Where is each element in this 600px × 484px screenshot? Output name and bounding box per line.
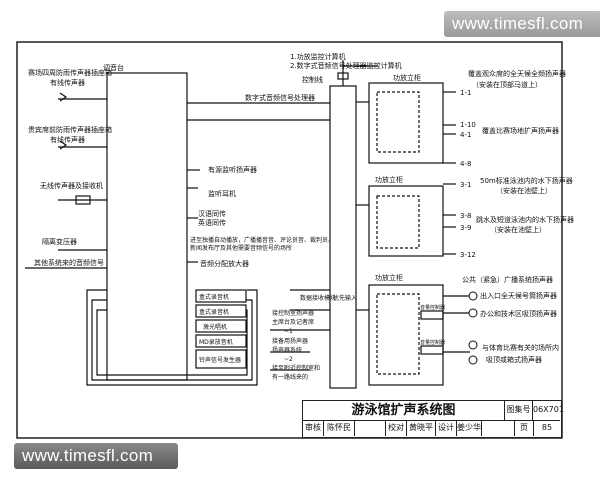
drawing-title: 游泳馆扩声系统图: [303, 401, 505, 421]
speaker-note-2: 覆盖比赛场地扩声扬声器: [482, 126, 559, 135]
distribution-amp: 音频分配放大器: [200, 259, 249, 268]
input-2-line1: 贵宾席前防雨传声器插座箱: [28, 125, 112, 134]
emergency-item-3: 与体育比赛有关的场所内: [482, 343, 559, 352]
tb-signature-2: [482, 421, 515, 436]
tb-design: 设计: [436, 421, 457, 436]
speaker-note-1a: 覆盖观众席的全天候全频扬声器: [468, 69, 566, 78]
note-block-1: 进至独播自动播放，广播播音音、评论员音、裁判员、: [190, 236, 334, 244]
monitor-speaker: 有源监听扬声器: [208, 165, 257, 174]
mixer-label: 调音台: [103, 63, 124, 72]
speaker-note-1b: （安装在顶部马道上）: [472, 80, 542, 89]
title-block: [302, 400, 562, 438]
bl-note-2: 主席台及记者席: [272, 318, 314, 326]
tb-checker: 黄晓平: [407, 421, 436, 436]
volume-control-1: 音量控制器: [420, 304, 445, 311]
volume-control-2: 音量控制器: [420, 339, 445, 346]
top-note-1: 1.功放监控计算机: [290, 52, 346, 61]
top-note-2: 2.数字式音频信号处理器监控计算机: [290, 61, 402, 70]
rack-label-2: 功放立柜: [375, 175, 403, 184]
data-receiver: 数据接收模块: [300, 294, 336, 302]
ch-3-1: 3-1: [460, 181, 471, 189]
other-signal: 其他系统来的音频信号: [34, 258, 104, 267]
priority-input: 优先输入: [333, 294, 357, 302]
speaker-note-4b: （安装在池壁上）: [490, 225, 546, 234]
note-block-2: 新闻发布厅及其他需要音频信号的场所: [190, 244, 292, 252]
ch-1-1: 1-1: [460, 89, 471, 97]
recorder-1: 盒式录音机: [199, 293, 229, 301]
port-2: ~2: [284, 356, 293, 363]
emergency-label: 公共（紧急）广播系统扬声器: [462, 275, 553, 284]
input-1-line2: 有线传声器: [50, 78, 85, 87]
tb-designer: 姜少华: [457, 421, 482, 436]
rack-label-1: 功放立柜: [393, 73, 421, 82]
control-line-label: 控制线: [302, 75, 323, 84]
tb-check: 校对: [386, 421, 407, 436]
bl-note-3: 接备用扬声器: [272, 337, 308, 345]
recorder-3: 激光唱机: [203, 323, 227, 331]
rack-box-1: [368, 82, 444, 164]
speaker-note-3a: 50m标准泳池内的水下扬声器: [480, 176, 573, 185]
port-1: ~1: [284, 328, 293, 335]
tb-reviewer: 陈怀民: [324, 421, 355, 436]
emergency-item-2: 办公和技术区吸顶扬声器: [480, 309, 557, 318]
input-3: 无线传声器及接收机: [40, 181, 103, 190]
drawing-frame: [16, 41, 563, 439]
emergency-item-1: 出入口全天候号筒扬声器: [480, 291, 557, 300]
input-1-line1: 赛场四周防雨传声器插座箱: [28, 68, 112, 77]
input-2-line2: 有线传声器: [50, 135, 85, 144]
bl-note-6: 有一路线来的: [272, 373, 308, 381]
atlas-no: 06X701: [533, 401, 564, 421]
page-no: 85: [541, 423, 553, 432]
bl-note-4: 扬声器系统: [272, 346, 302, 354]
isolation-label: 隔离变压器: [42, 237, 77, 246]
rack-box-3: [368, 284, 444, 386]
headphone-label: 监听耳机: [208, 189, 236, 198]
page-label: 页: [515, 421, 534, 436]
tb-signature-1: [355, 421, 386, 436]
mixer-box: [106, 72, 188, 381]
aux-tel-1: 汉语同传: [198, 209, 226, 218]
tb-review: 审核: [303, 421, 324, 436]
rack-box-2: [368, 185, 444, 257]
ch-4-8: 4-8: [460, 160, 471, 168]
bl-note-1: 接控制室扬声器: [272, 309, 314, 317]
dsp-label: 数字式音频信号处理器: [245, 93, 315, 102]
speaker-note-3b: （安装在池壁上）: [496, 186, 552, 195]
emergency-item-4: 吸顶或箱式扬声器: [486, 355, 542, 364]
aux-tel-2: 英语同传: [198, 218, 226, 227]
rack-label-3: 功放立柜: [375, 273, 403, 282]
ch-1-10: 1-10: [460, 121, 476, 129]
ch-3-8: 3-8: [460, 212, 471, 220]
watermark-top: www.timesfl.com: [444, 11, 600, 37]
recorder-4: MD录放音机: [199, 338, 233, 346]
atlas-label: 图集号: [505, 401, 533, 421]
ch-3-9: 3-9: [460, 224, 471, 232]
recorder-2: 盒式录音机: [199, 308, 229, 316]
watermark-bottom: www.timesfl.com: [14, 443, 178, 469]
speaker-note-4a: 跳水及短道泳池内的水下扬声器: [476, 215, 574, 224]
ch-4-1: 4-1: [460, 131, 471, 139]
recorder-5: 铃声信号发生器: [199, 356, 241, 364]
bl-note-5: 接至附近控制室和: [272, 364, 320, 372]
ch-3-12: 3-12: [460, 251, 476, 259]
